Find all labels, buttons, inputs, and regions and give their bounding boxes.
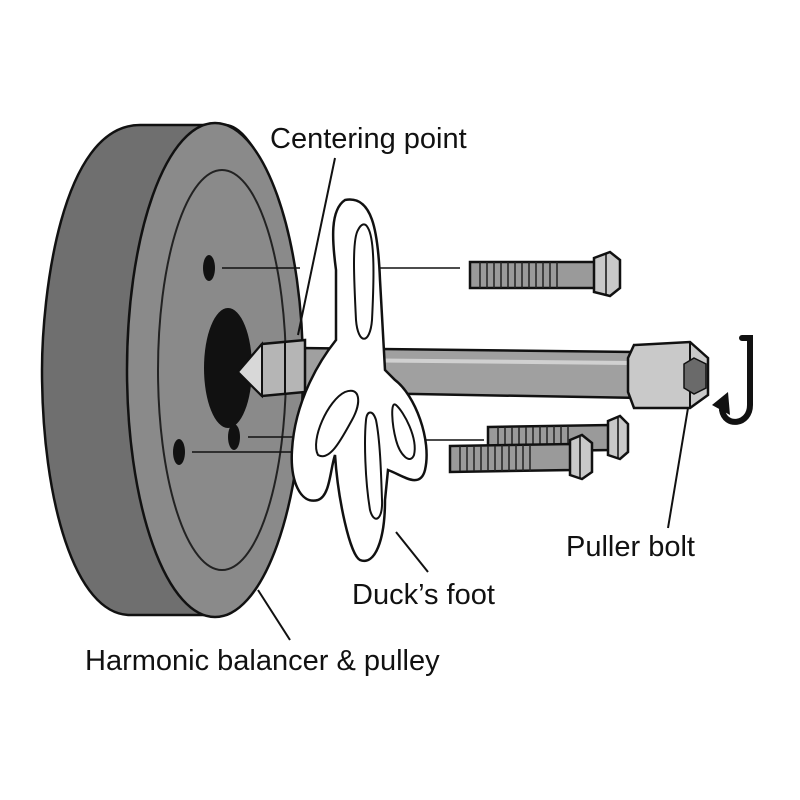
center-bore [204,308,252,428]
label-puller-bolt: Puller bolt [566,531,695,563]
bolt-hole-bottom-left [173,439,185,465]
label-centering-point: Centering point [270,123,467,155]
leader-balancer [257,589,291,641]
mounting-bolt-bottom [448,433,594,481]
rotate-arrow-icon [712,335,753,425]
leader-ducks-foot [395,531,429,573]
ducks-foot-plate [290,198,428,563]
centering-point [236,338,307,399]
bolt-hole-top [203,255,215,281]
leader-centering-point [297,157,336,336]
label-harmonic-balancer: Harmonic balancer & pulley [85,645,440,677]
bolt-hole-bottom-right [228,424,240,450]
leader-puller-bolt [667,407,689,529]
harmonic-balancer [40,121,305,619]
alignment-lines [192,267,484,453]
leader-lines [257,157,689,641]
label-ducks-foot: Duck’s foot [352,579,495,611]
mounting-bolt-top [468,250,622,298]
